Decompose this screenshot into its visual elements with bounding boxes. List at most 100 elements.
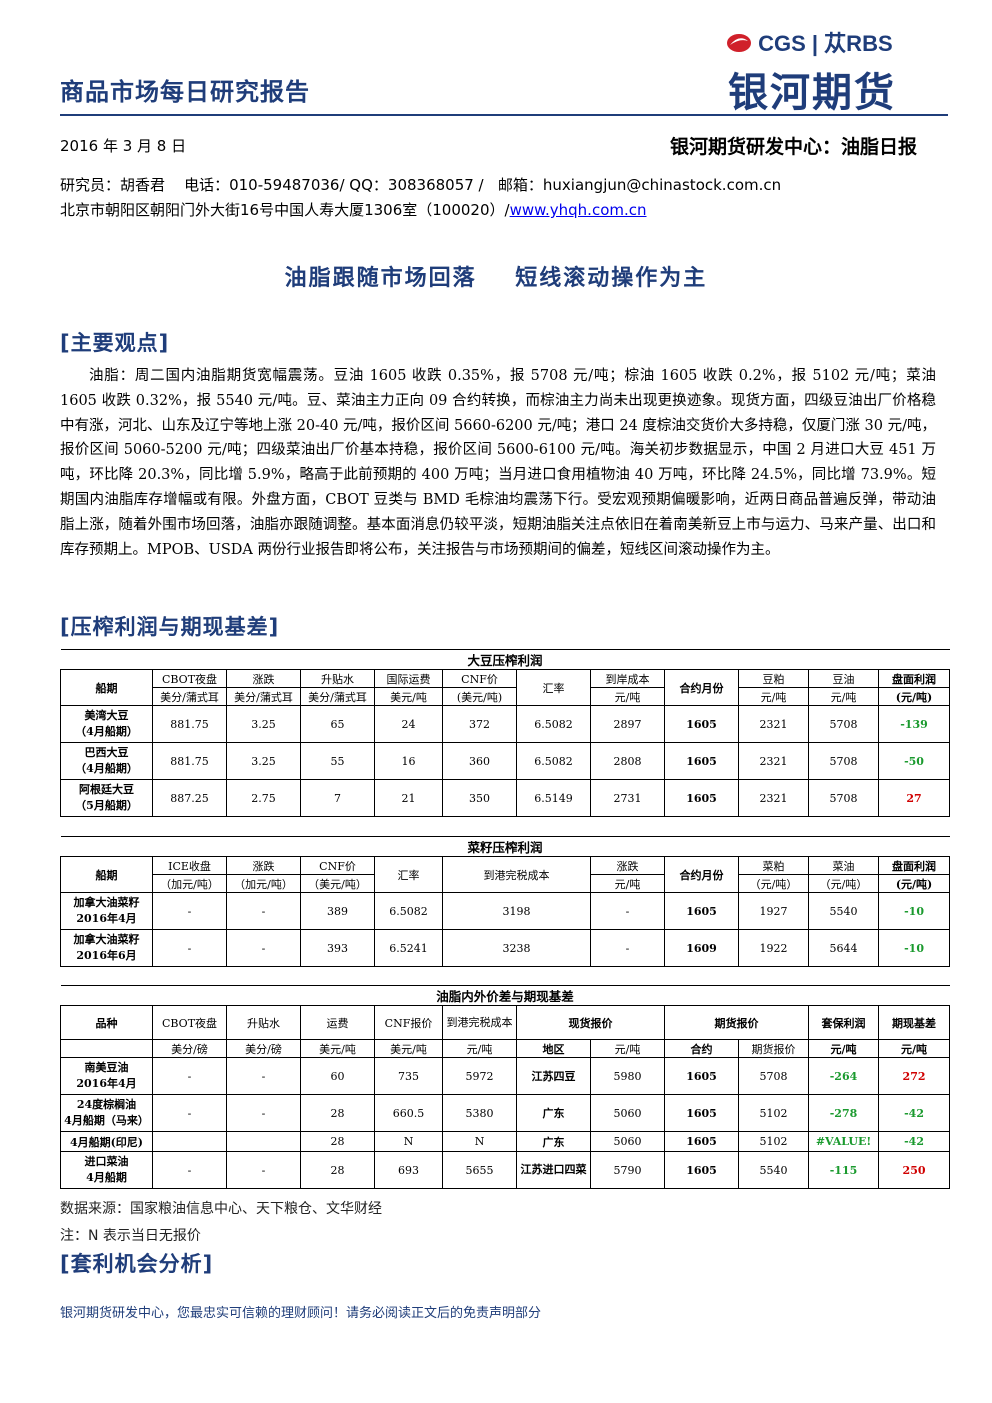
basis-cell: -42 xyxy=(877,1131,951,1152)
header-divider xyxy=(60,114,948,116)
data-cell: 2808 xyxy=(590,742,665,780)
data-cell: 2321 xyxy=(738,705,809,743)
header-cell: 涨跌 xyxy=(226,669,301,688)
data-cell: - xyxy=(152,1057,227,1095)
data-cell: - xyxy=(226,892,301,930)
website-link[interactable]: www.yhqh.com.cn xyxy=(509,201,647,219)
unit-cell: 元/吨 xyxy=(808,687,879,706)
cgs-rbs-logo: CGS | 苁RBS xyxy=(726,26,893,58)
hedge-cell: #VALUE! xyxy=(808,1131,879,1152)
header-cell: 到港完税成本 xyxy=(442,1005,517,1040)
data-cell: N xyxy=(374,1131,443,1152)
data-cell: 广东 xyxy=(516,1094,591,1132)
unit-cell: 元/吨 xyxy=(808,1039,879,1058)
unit-cell: 地区 xyxy=(516,1039,591,1058)
company-logo-text: 银河期货 xyxy=(728,70,896,116)
research-center-title: 银河期货研发中心：油脂日报 xyxy=(669,136,917,158)
header-cell: 品种 xyxy=(60,1005,153,1040)
table-row: 巴西大豆（4月船期） 881.75 3.25 55 16 360 6.5082 … xyxy=(60,742,951,780)
data-cell: 65 xyxy=(300,705,375,743)
data-cell: - xyxy=(152,892,227,930)
unit-cell: (元/吨) xyxy=(877,687,951,706)
hedge-cell: -264 xyxy=(808,1057,879,1095)
data-cell: 5980 xyxy=(590,1057,665,1095)
data-cell: 2321 xyxy=(738,742,809,780)
data-cell: 28 xyxy=(300,1131,375,1152)
data-cell: 1605 xyxy=(664,1151,739,1189)
unit-cell: 期货报价 xyxy=(738,1039,809,1058)
unit-cell: 元/吨 xyxy=(590,1039,665,1058)
data-cell: 6.5082 xyxy=(516,742,591,780)
data-cell: 6.5149 xyxy=(516,779,591,817)
data-cell: 1605 xyxy=(664,892,739,930)
data-cell: 1609 xyxy=(664,929,739,967)
hedge-cell: -278 xyxy=(808,1094,879,1132)
header-cell: 汇率 xyxy=(374,856,443,893)
unit-cell: 美元/吨 xyxy=(374,687,443,706)
data-cell: 5708 xyxy=(808,742,879,780)
data-cell: 1605 xyxy=(664,1057,739,1095)
na-note: 注：N 表示当日无报价 xyxy=(60,1228,201,1244)
unit-cell xyxy=(60,1039,153,1058)
header-cell: 套保利润 xyxy=(808,1005,879,1040)
unit-cell: 美元/吨 xyxy=(374,1039,443,1058)
data-cell: 5102 xyxy=(738,1094,809,1132)
unit-cell: （加元/吨） xyxy=(226,874,301,893)
profit-cell: 27 xyxy=(877,779,951,817)
data-cell: - xyxy=(226,1151,301,1189)
data-cell: 2321 xyxy=(738,779,809,817)
header-cell: CNF报价 xyxy=(374,1005,443,1040)
data-cell xyxy=(226,1131,301,1152)
data-cell: 1605 xyxy=(664,779,739,817)
unit-cell: （元/吨） xyxy=(738,874,809,893)
data-cell: 350 xyxy=(442,779,517,817)
header-cell: CBOT夜盘 xyxy=(152,1005,227,1040)
hedge-cell: -115 xyxy=(808,1151,879,1189)
data-cell: 5708 xyxy=(808,779,879,817)
data-cell: 389 xyxy=(300,892,375,930)
data-cell: 5972 xyxy=(442,1057,517,1095)
table-row: 4月船期(印尼) 28 N N 广东 5060 1605 5102 #VALUE… xyxy=(60,1131,951,1152)
profit-cell: -139 xyxy=(877,705,951,743)
data-cell: - xyxy=(226,1094,301,1132)
unit-cell: 美分/蒲式耳 xyxy=(300,687,375,706)
researcher-contact: 研究员：胡香君 电话：010-59487036/ QQ：308368057 / … xyxy=(60,176,782,194)
unit-cell: 美分/磅 xyxy=(152,1039,227,1058)
header-cell: CBOT夜盘 xyxy=(152,669,227,688)
data-cell: 5380 xyxy=(442,1094,517,1132)
header-cell: 到岸成本 xyxy=(590,669,665,688)
data-cell: 2731 xyxy=(590,779,665,817)
report-headline: 油脂跟随市场回落 短线滚动操作为主 xyxy=(284,266,708,291)
data-cell: 1605 xyxy=(664,742,739,780)
data-cell: 6.5241 xyxy=(374,929,443,967)
data-cell: 693 xyxy=(374,1151,443,1189)
unit-cell: 元/吨 xyxy=(590,874,665,893)
data-cell: 735 xyxy=(374,1057,443,1095)
unit-cell: 美分/蒲式耳 xyxy=(152,687,227,706)
basis-table: 油脂内外价差与期现基差 品种 CBOT夜盘 升贴水 运费 CNF报价 到港完税成… xyxy=(60,985,951,1189)
header-cell: 合约月份 xyxy=(664,856,739,893)
unit-cell: 美分/蒲式耳 xyxy=(226,687,301,706)
data-cell: 28 xyxy=(300,1151,375,1189)
table-row: 美湾大豆（4月船期） 881.75 3.25 65 24 372 6.5082 … xyxy=(60,705,951,743)
soy-crush-table: 大豆压榨利润 船期 CBOT夜盘 涨跌 升贴水 国际运费 CNF价 汇率 到岸成… xyxy=(60,649,951,817)
data-cell: 660.5 xyxy=(374,1094,443,1132)
data-cell: - xyxy=(152,1151,227,1189)
data-cell: - xyxy=(226,1057,301,1095)
data-cell: - xyxy=(152,1094,227,1132)
table-row: 阿根廷大豆（5月船期） 887.25 2.75 7 21 350 6.5149 … xyxy=(60,779,951,817)
section-heading-views: [主要观点] xyxy=(60,331,170,355)
data-cell: 5655 xyxy=(442,1151,517,1189)
data-cell: 5060 xyxy=(590,1131,665,1152)
variety-cell: 4月船期(印尼) xyxy=(60,1131,153,1152)
data-cell: 24 xyxy=(374,705,443,743)
profit-cell: -50 xyxy=(877,742,951,780)
unit-cell: (元/吨) xyxy=(877,874,951,893)
data-cell: 1605 xyxy=(664,1131,739,1152)
data-cell: 江苏进口四菜 xyxy=(516,1151,591,1189)
header-cell: 升贴水 xyxy=(300,669,375,688)
